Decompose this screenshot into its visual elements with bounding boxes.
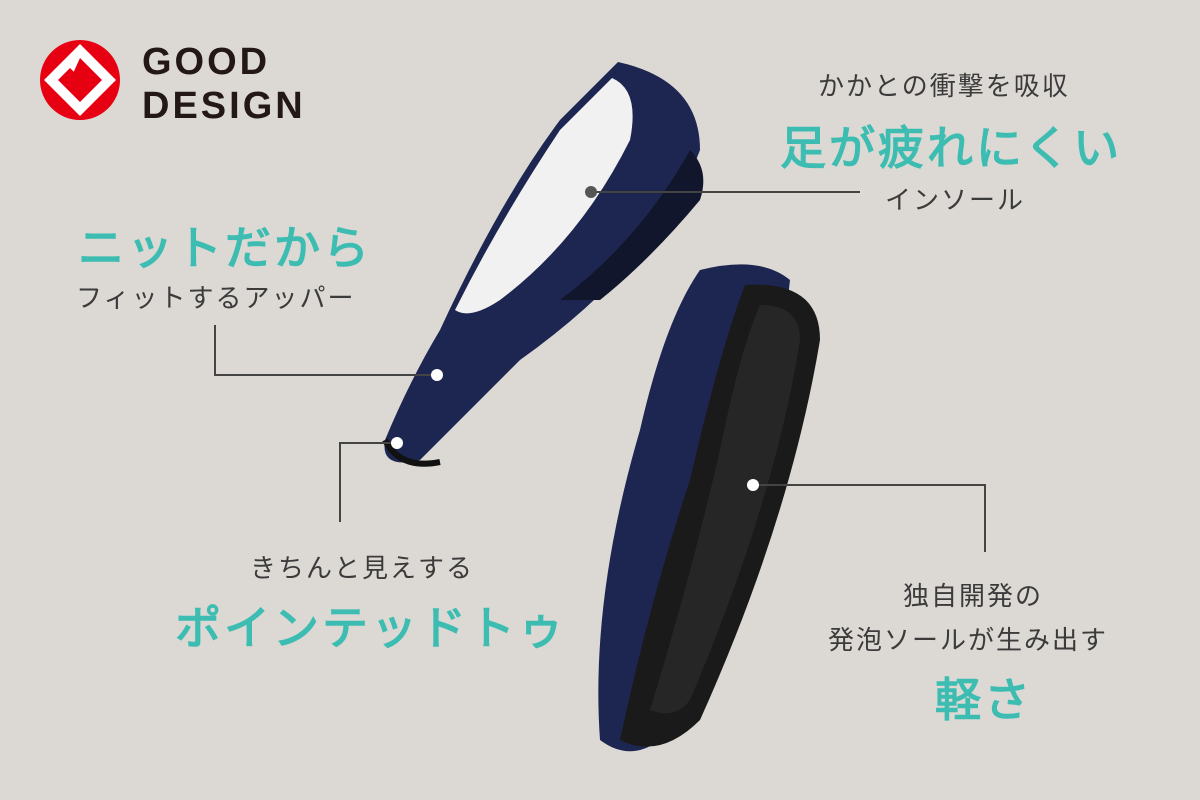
callout-line-upper [214,325,437,376]
toe-sub: きちんと見えする [250,554,475,584]
callout-line-sole [753,484,986,552]
insole-label: インソール [885,186,1026,216]
upper-headline: ニットだから [78,221,372,275]
toe-headline: ポインテッドトゥ [175,601,567,655]
insole-headline: 足が疲れにくい [780,121,1123,175]
sole-sub-line2: 発泡ソールが生み出す [828,626,1109,656]
sole-headline: 軽さ [935,673,1033,727]
callout-line-toe [339,442,397,522]
callout-dot-insole [585,186,597,198]
callout-dot-sole [747,479,759,491]
shoe-top-view [382,62,704,467]
insole-sub: かかとの衝撃を吸収 [818,72,1070,102]
logo-line1: GOOD [142,41,271,83]
good-design-logo [40,40,120,120]
good-design-logo-text: GOOD DESIGN [142,40,306,128]
callout-dot-upper [431,369,443,381]
sole-sub-line1: 独自開発の [903,582,1044,612]
shoe-sole-view [598,264,820,752]
callout-dot-toe [391,437,403,449]
upper-label: フィットするアッパー [76,284,356,314]
logo-line2: DESIGN [142,85,306,127]
